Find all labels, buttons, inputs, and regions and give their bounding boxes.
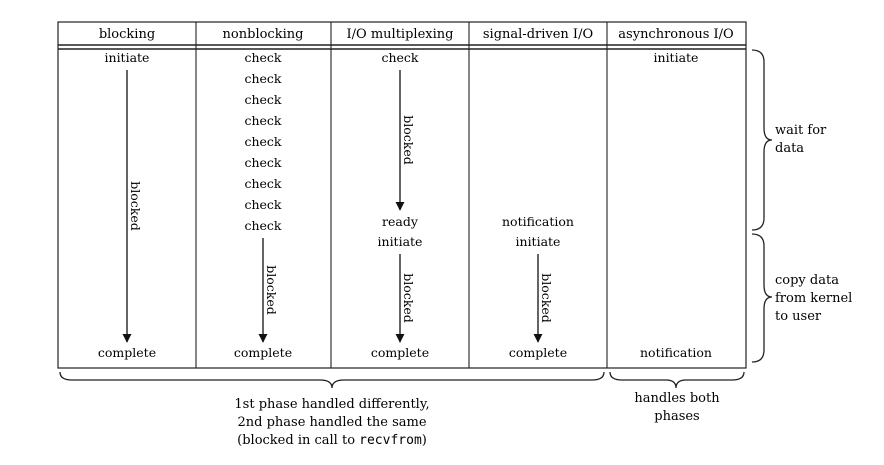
brace-copy-data (751, 233, 773, 363)
column-io-multiplexing: check blocked ready initiate blocked com… (371, 50, 429, 360)
signal-initiate: initiate (516, 234, 561, 249)
column-async: initiate notification (640, 50, 712, 360)
nonblocking-check: check (244, 218, 281, 233)
column-nonblocking: check check check check check check chec… (234, 50, 292, 360)
note-phase-line1: 1st phase handled differently, (234, 397, 429, 412)
note-copy-line1: copy data (775, 273, 839, 288)
multiplexing-complete: complete (371, 345, 429, 360)
note-wait-line2: data (775, 141, 804, 156)
signal-complete: complete (509, 345, 567, 360)
nonblocking-check: check (244, 134, 281, 149)
brace-async-model (609, 371, 745, 389)
nonblocking-blocked-label: blocked (264, 265, 279, 315)
header-blocking: blocking (99, 27, 155, 42)
note-async-line1: handles both (634, 391, 720, 406)
multiplexing-initiate: initiate (378, 234, 423, 249)
note-copy-line2: from kernel (775, 291, 852, 306)
column-signal-driven: notification initiate blocked complete (502, 214, 574, 360)
blocking-blocked-label: blocked (128, 181, 143, 231)
nonblocking-complete: complete (234, 345, 292, 360)
multiplexing-blocked-label-wait: blocked (401, 115, 416, 165)
header-async: asynchronous I/O (618, 27, 733, 42)
right-braces (751, 49, 773, 363)
bottom-braces (59, 371, 745, 389)
multiplexing-blocked-label-copy: blocked (401, 273, 416, 323)
brace-first-four-models (59, 371, 605, 389)
column-headers: blocking nonblocking I/O multiplexing si… (99, 27, 734, 42)
nonblocking-check: check (244, 50, 281, 65)
blocking-complete: complete (98, 345, 156, 360)
header-io-multiplexing: I/O multiplexing (347, 27, 454, 42)
note-phase-line3: (blocked in call to recvfrom) (237, 433, 427, 448)
nonblocking-check: check (244, 92, 281, 107)
nonblocking-check: check (244, 155, 281, 170)
signal-notification: notification (502, 214, 574, 229)
code-recvfrom: recvfrom (359, 433, 422, 448)
note-copy-line3: to user (775, 309, 822, 324)
nonblocking-check: check (244, 71, 281, 86)
blocking-initiate: initiate (105, 50, 150, 65)
bottom-notes: 1st phase handled differently, 2nd phase… (234, 391, 720, 448)
nonblocking-check: check (244, 113, 281, 128)
multiplexing-ready: ready (382, 214, 419, 229)
nonblocking-check: check (244, 176, 281, 191)
right-notes: wait for data copy data from kernel to u… (775, 123, 852, 324)
note-phase-line2: 2nd phase handled the same (237, 415, 426, 430)
brace-wait-for-data (751, 49, 773, 231)
note-wait-line1: wait for (775, 123, 827, 138)
table-frame (57, 21, 747, 369)
column-blocking: initiate blocked complete (98, 50, 156, 360)
nonblocking-check: check (244, 197, 281, 212)
header-nonblocking: nonblocking (223, 27, 304, 42)
signal-blocked-label: blocked (539, 273, 554, 323)
async-initiate: initiate (654, 50, 699, 65)
header-signal-driven: signal-driven I/O (483, 27, 593, 42)
note-async-line2: phases (654, 409, 699, 424)
async-notification: notification (640, 345, 712, 360)
multiplexing-check: check (381, 50, 418, 65)
